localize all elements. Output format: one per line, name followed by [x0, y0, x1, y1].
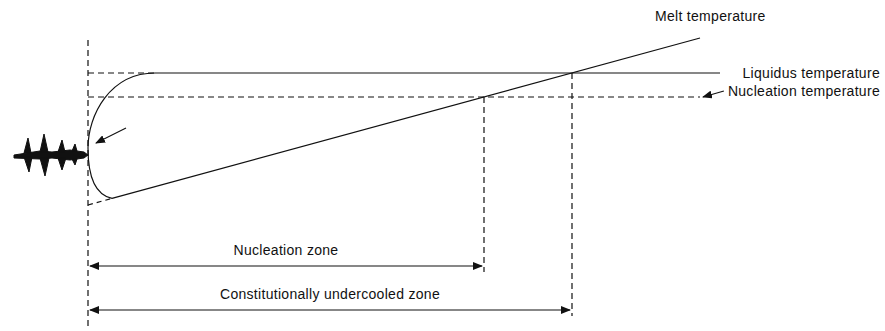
solidification-front — [88, 73, 155, 198]
nucleation-line — [88, 96, 700, 97]
annotation-label: Liquidus temperature — [742, 65, 880, 81]
annotation-label: Nucleation temperature — [728, 83, 880, 99]
annotation-label: Melt temperature — [655, 8, 766, 24]
reference-line — [571, 73, 572, 316]
liquidus-line — [155, 72, 720, 73]
leader-line — [703, 91, 724, 97]
dimension-line — [90, 309, 570, 310]
melt-line — [112, 38, 700, 198]
dendrite — [14, 134, 88, 176]
annotation-label: Nucleation zone — [234, 242, 339, 258]
annotation-label: Constitutionally undercooled zone — [220, 286, 440, 302]
growth-arrow — [96, 128, 126, 143]
melt-extension — [88, 198, 112, 205]
reference-line — [87, 40, 88, 326]
reference-line — [483, 97, 484, 272]
dimension-line — [90, 265, 482, 266]
